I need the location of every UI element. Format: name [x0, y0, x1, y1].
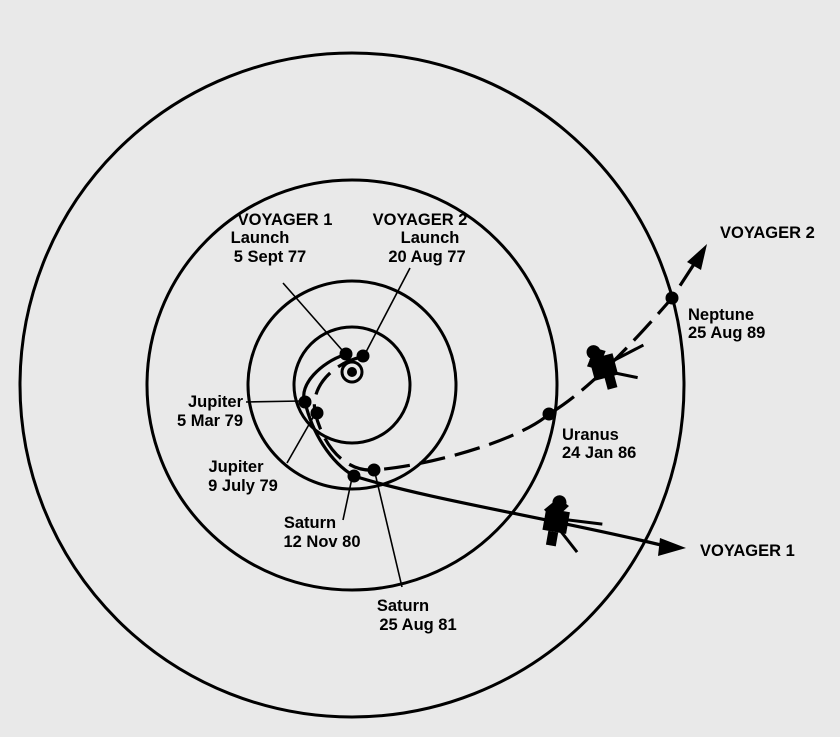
jupiter-v1-planet: Jupiter: [188, 393, 244, 411]
saturn-v1-date: 12 Nov 80: [283, 533, 360, 551]
launch-v2-title: VOYAGER 2: [373, 211, 468, 229]
uranus-label: Uranus 24 Jan 86: [562, 426, 636, 462]
saturn-v1-label: Saturn 12 Nov 80: [283, 514, 360, 551]
uranus-planet: Uranus: [562, 426, 619, 444]
saturn-v2-date: 25 Aug 81: [379, 616, 456, 634]
jupiter-v2-date: 9 July 79: [208, 477, 278, 495]
jupiter-v1-date: 5 Mar 79: [177, 412, 243, 430]
jupiter-v1-dot: [298, 395, 312, 409]
saturn-v2-planet: Saturn: [377, 597, 429, 615]
jupiter-v2-label: Jupiter 9 July 79: [208, 458, 278, 495]
neptune-date: 25 Aug 89: [688, 324, 765, 342]
launch-v1-label: VOYAGER 1 Launch 5 Sept 77: [231, 211, 333, 266]
uranus-date: 24 Jan 86: [562, 444, 636, 462]
saturn-v2-label: Saturn 25 Aug 81: [377, 597, 457, 634]
voyager-1-arrowhead: [658, 538, 686, 556]
launch-v1-event: Launch: [231, 229, 290, 247]
neptune-dot: [665, 291, 679, 305]
orbits: [18, 51, 686, 719]
spacecraft-icon: [542, 495, 603, 554]
jupiter-v2-dot: [310, 406, 324, 420]
leader-lines: [245, 267, 411, 588]
sun-icon: [340, 360, 364, 384]
voyager-2-trajectory-label: VOYAGER 2: [720, 224, 815, 242]
launch-v2-date: 20 Aug 77: [388, 248, 465, 266]
voyager-2-arrowhead: [687, 244, 707, 270]
saturn-v1-planet: Saturn: [284, 514, 336, 532]
launch-v1-date: 5 Sept 77: [234, 248, 306, 266]
neptune-planet: Neptune: [688, 306, 754, 324]
neptune-label: Neptune 25 Aug 89: [688, 306, 765, 342]
jupiter-v1-label: Jupiter 5 Mar 79: [177, 393, 244, 430]
launch-v1-title: VOYAGER 1: [238, 211, 333, 229]
earth-orbit: [292, 325, 412, 445]
encounter-points: [298, 291, 679, 483]
launch-v2-label: VOYAGER 2 Launch 20 Aug 77: [373, 211, 468, 266]
saturn-v1-dot: [347, 469, 361, 483]
jupiter-orbit: [246, 279, 458, 491]
uranus-dot: [542, 407, 556, 421]
saturn-orbit: [145, 178, 559, 592]
saturn-v2-dot: [367, 463, 381, 477]
outer-orbit: [18, 51, 686, 719]
spacecraft-icon: [586, 343, 645, 390]
launch-v1-dot: [339, 347, 353, 361]
launch-v2-dot: [356, 349, 370, 363]
jupiter-v2-planet: Jupiter: [208, 458, 264, 476]
voyager-1-trajectory-label: VOYAGER 1: [700, 542, 795, 560]
launch-v2-event: Launch: [401, 229, 460, 247]
